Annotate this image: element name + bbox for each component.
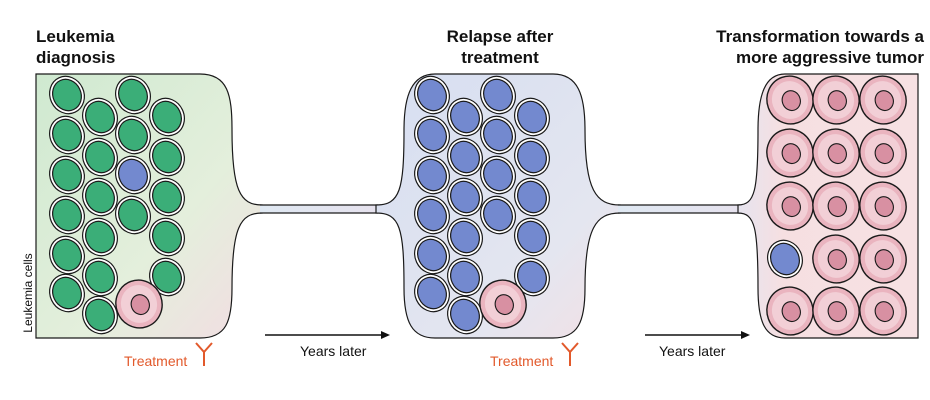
stage1-aggressive-cell [115,279,163,329]
stage1-cell-12 [115,75,151,115]
stage2-cell-16 [514,97,550,137]
stage3-cell-8 [859,181,907,231]
arrow-label-1: Years later [300,343,367,359]
antibody-icon-2 [561,342,579,366]
stage2-title: Relapse after treatment [446,27,554,67]
stage2-cell-7 [447,137,483,177]
stage2-cell-1 [414,115,450,155]
stage2-cell-2 [414,155,450,195]
stage1-cell-2 [49,155,85,195]
stage2-cell-14 [480,155,516,195]
stage3-cell-2 [859,75,907,125]
stage3-cell-6 [766,181,814,231]
stage1-cell-20 [149,257,185,297]
stage3-title: Transformation towards a more aggressive… [716,27,924,67]
treatment-label-1: Treatment [124,353,188,369]
stage3-cell-4 [812,128,860,178]
stage2-cell-5 [414,273,450,313]
stage2-aggressive-cell [479,279,527,329]
stage1-cell-8 [82,177,118,217]
neck1 [260,205,378,213]
neck2 [618,205,740,213]
stage2-cell-0 [414,75,450,115]
stage2-cell-19 [514,217,550,257]
stage1-cell-15 [115,195,151,235]
stage2-cell-4 [414,235,450,275]
stage1-cell-9 [82,217,118,257]
stage1-cell-5 [49,273,85,313]
stage1-cell-6 [82,97,118,137]
stage2-cell-3 [414,195,450,235]
treatment-label-2: Treatment [490,353,554,369]
stage3-cell-7 [812,181,860,231]
stage1-cell-10 [82,257,118,297]
arrow-label-2: Years later [659,343,726,359]
stage2-cell-18 [514,177,550,217]
stage3-cell-10 [859,234,907,284]
stage1-cell-0 [49,75,85,115]
stage2-cell-20 [514,257,550,297]
stage2-cell-11 [447,295,483,335]
arrow-2 [645,331,750,339]
stage1-cell-4 [49,235,85,275]
stage1-cell-3 [49,195,85,235]
stage2-cell-17 [514,137,550,177]
stage3-cell-11 [766,286,814,336]
stage3-blue-cell [767,239,803,279]
stage1-cell-7 [82,137,118,177]
antibody-icon-1 [195,342,213,366]
stage2-cell-10 [447,257,483,297]
stage3-cell-1 [812,75,860,125]
stage3-cell-13 [859,286,907,336]
stage1-cell-11 [82,295,118,335]
stage1-cell-14 [115,155,151,195]
stage1-cell-19 [149,217,185,257]
stage1-cell-17 [149,137,185,177]
stage2-cell-6 [447,97,483,137]
stage2-cell-15 [480,195,516,235]
stage1-title: Leukemia diagnosis [36,27,116,67]
stage1-cell-16 [149,97,185,137]
stage3-cell-12 [812,286,860,336]
stage2-cell-9 [447,217,483,257]
stage1-cell-13 [115,115,151,155]
stage3-cell-3 [766,128,814,178]
stage1-cell-1 [49,115,85,155]
stage2-cell-8 [447,177,483,217]
stage3-cell-9 [812,234,860,284]
stage2-cell-13 [480,115,516,155]
stage1-cell-18 [149,177,185,217]
arrow-1 [265,331,390,339]
stage3-cell-5 [859,128,907,178]
y-axis-label: Leukemia cells [21,253,35,333]
stage3-cell-0 [766,75,814,125]
stage2-cell-12 [480,75,516,115]
